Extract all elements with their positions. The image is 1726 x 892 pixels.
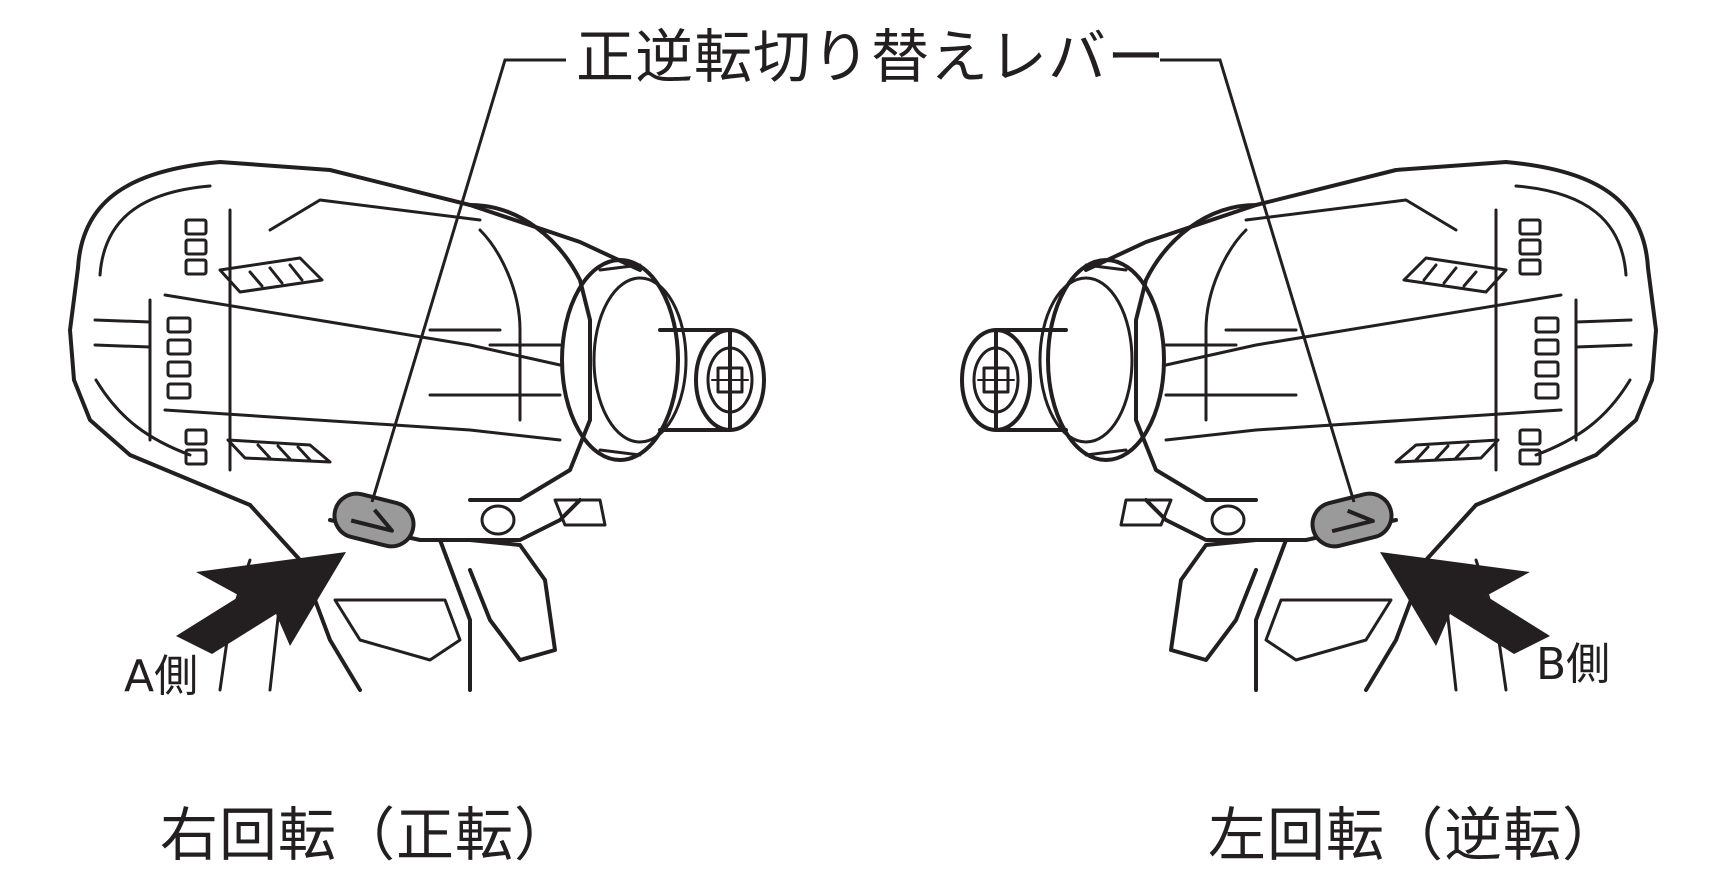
arrow-a-side bbox=[176, 552, 346, 654]
leader-line-left bbox=[370, 58, 566, 503]
side-b-label: B側 bbox=[1536, 639, 1611, 690]
leader-line-right bbox=[1160, 58, 1356, 503]
lever-name-label: 正逆転切り替えレバー bbox=[576, 23, 1167, 91]
leader-lines bbox=[370, 58, 1356, 503]
arrow-b-side bbox=[1380, 552, 1550, 654]
caption-counterclockwise: 左回転（逆転） bbox=[1208, 801, 1622, 869]
side-a-label: A側 bbox=[124, 651, 199, 702]
right-impact-driver bbox=[960, 160, 1658, 692]
caption-clockwise: 右回転（正転） bbox=[160, 801, 574, 869]
left-impact-driver bbox=[68, 160, 766, 692]
